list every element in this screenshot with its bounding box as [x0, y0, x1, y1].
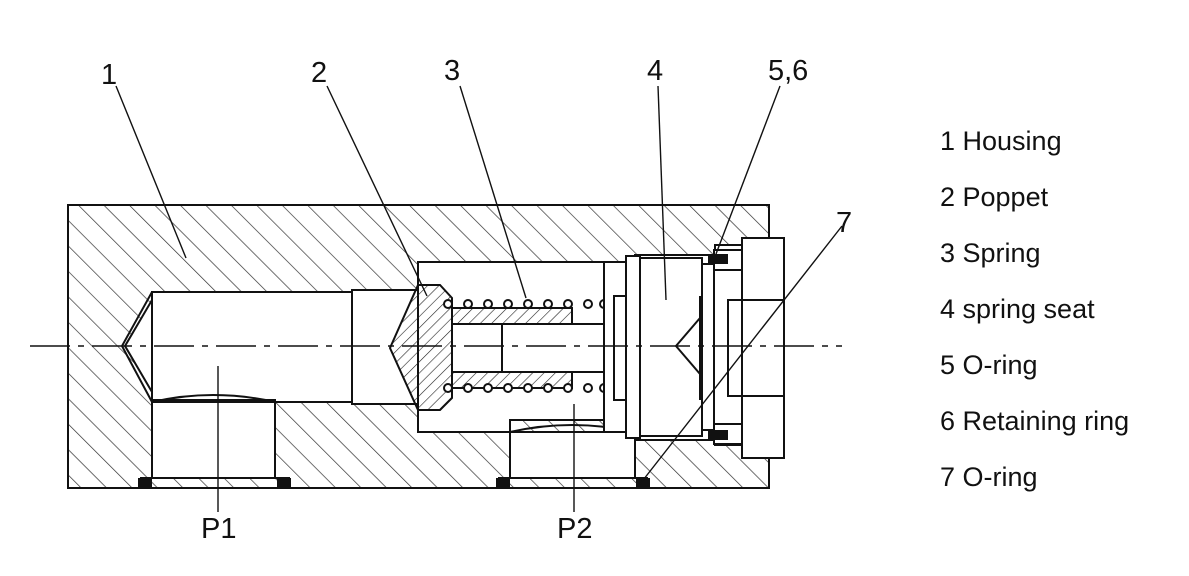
- port-seals: [138, 478, 650, 488]
- callout-7: 7: [836, 207, 852, 239]
- legend-item-spring-seat: 4 spring seat: [940, 294, 1095, 324]
- legend-item-poppet: 2 Poppet: [940, 182, 1049, 212]
- callout-5-6: 5,6: [768, 55, 808, 87]
- legend-item-o-ring-5: 5 O-ring: [940, 350, 1038, 380]
- poppet: [388, 284, 605, 411]
- legend-item-retaining-ring: 6 Retaining ring: [940, 406, 1130, 436]
- callout-2: 2: [311, 57, 327, 89]
- callout-4: 4: [647, 55, 663, 87]
- leader-lines: [115, 85, 843, 512]
- cap-seals: [708, 254, 728, 440]
- legend-item-spring: 3 Spring: [940, 238, 1041, 268]
- legend-item-housing: 1 Housing: [940, 126, 1062, 156]
- port-label-p2: P2: [557, 513, 592, 545]
- callout-1: 1: [101, 59, 117, 91]
- legend-item-o-ring-7: 7 O-ring: [940, 462, 1038, 492]
- end-cap: [713, 237, 785, 459]
- spring-seat: [603, 255, 715, 439]
- port-label-p1: P1: [201, 513, 236, 545]
- callout-3: 3: [444, 55, 460, 87]
- bore-outlines: [140, 261, 648, 479]
- parts-legend: 1 Housing 2 Poppet 3 Spring 4 spring sea…: [940, 122, 1129, 514]
